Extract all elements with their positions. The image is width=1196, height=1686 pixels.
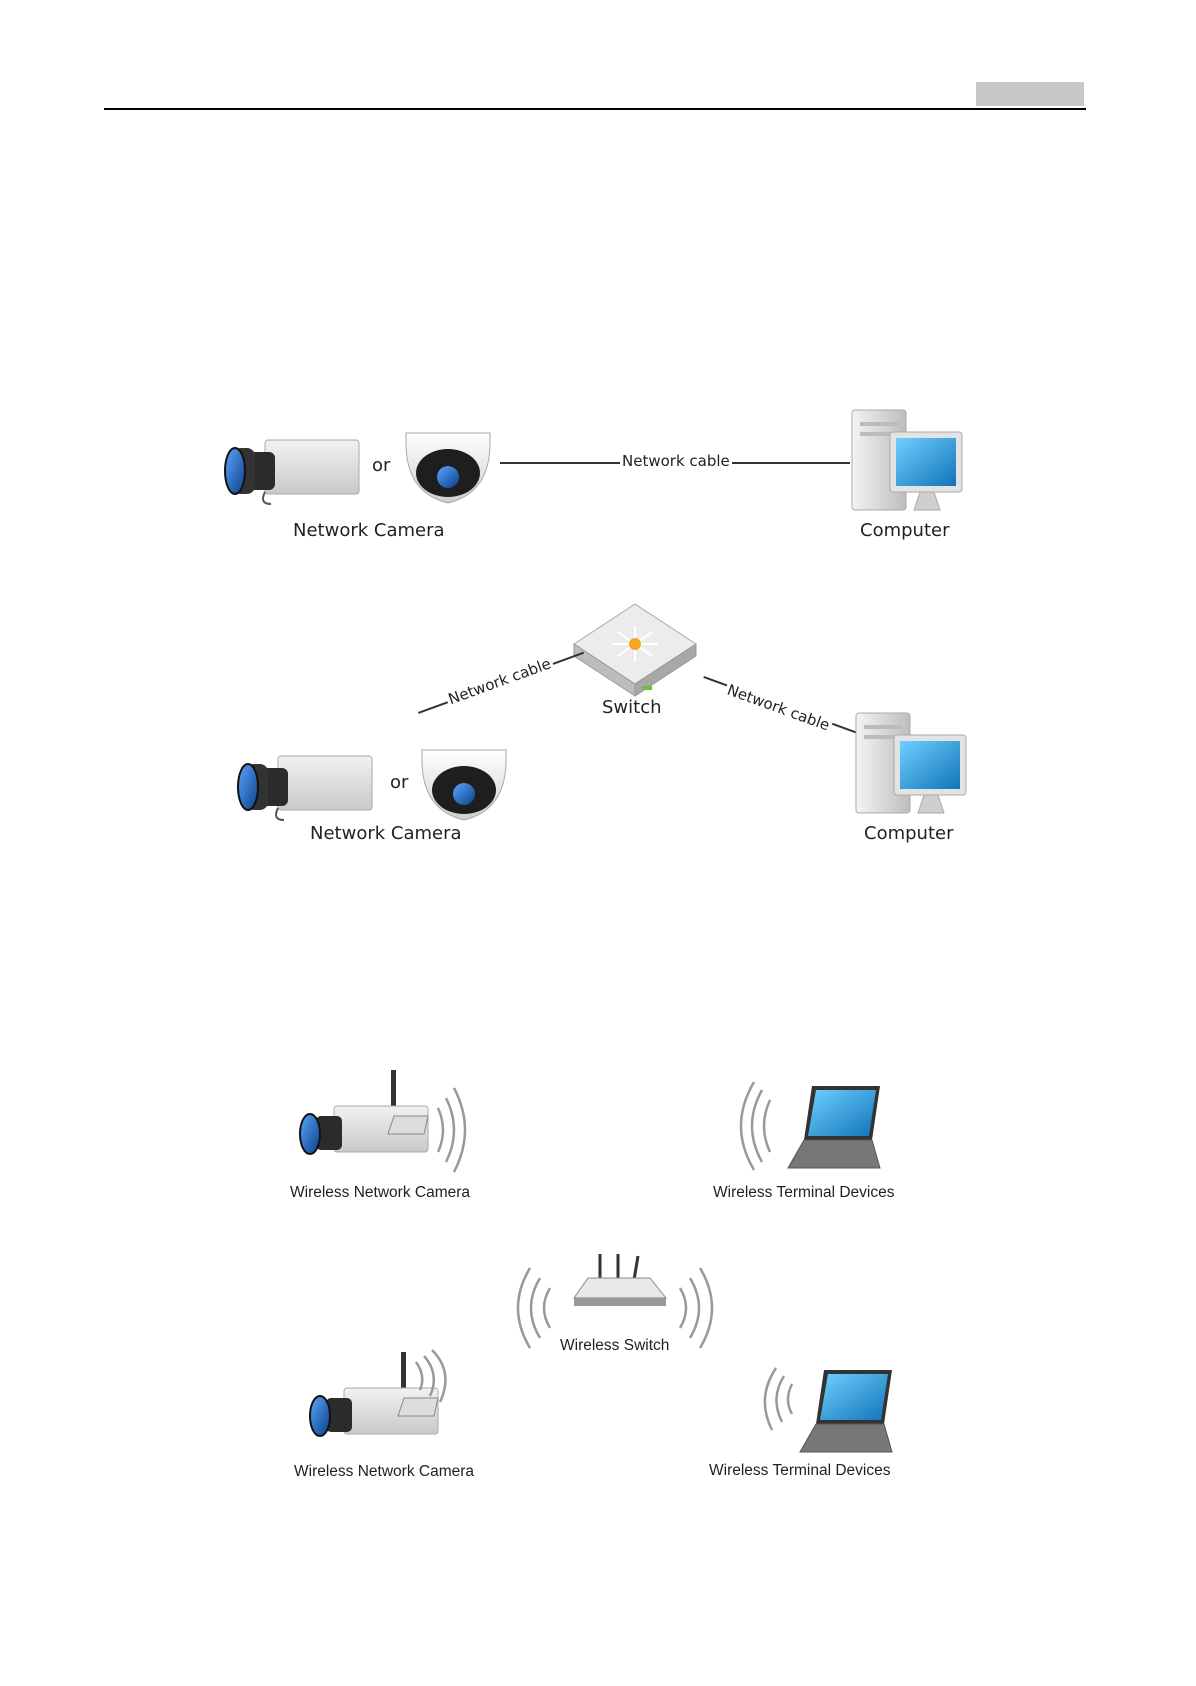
wireless-camera-label: Wireless Network Camera [294, 1461, 474, 1483]
or-text: or [372, 455, 390, 477]
dome-camera-icon [414, 742, 514, 827]
network-cable-label-left: Network cable [444, 654, 555, 709]
wireless-switch-label: Wireless Switch [560, 1335, 669, 1357]
dome-camera-icon [398, 425, 498, 510]
or-text: or [390, 772, 408, 794]
computer-icon [850, 400, 965, 520]
wireless-camera-icon [296, 1068, 471, 1172]
network-cable-label: Network cable [620, 452, 732, 470]
wireless-camera-label: Wireless Network Camera [290, 1182, 470, 1204]
laptop-icon [756, 1362, 896, 1462]
box-camera-icon [238, 746, 378, 826]
network-cable-label-right: Network cable [723, 680, 834, 735]
wireless-terminal-label: Wireless Terminal Devices [713, 1182, 894, 1204]
network-camera-label: Network Camera [293, 520, 445, 542]
laptop-icon [730, 1078, 885, 1178]
section-tab [976, 82, 1084, 106]
wireless-camera-icon [306, 1350, 481, 1454]
box-camera-icon [225, 430, 365, 510]
switch-label: Switch [602, 697, 662, 719]
wireless-terminal-label: Wireless Terminal Devices [709, 1460, 890, 1482]
computer-label: Computer [860, 520, 949, 542]
header-rule [104, 108, 1086, 110]
network-camera-label: Network Camera [310, 823, 462, 845]
switch-icon [570, 600, 700, 700]
computer-label: Computer [864, 823, 953, 845]
computer-icon [854, 703, 969, 823]
